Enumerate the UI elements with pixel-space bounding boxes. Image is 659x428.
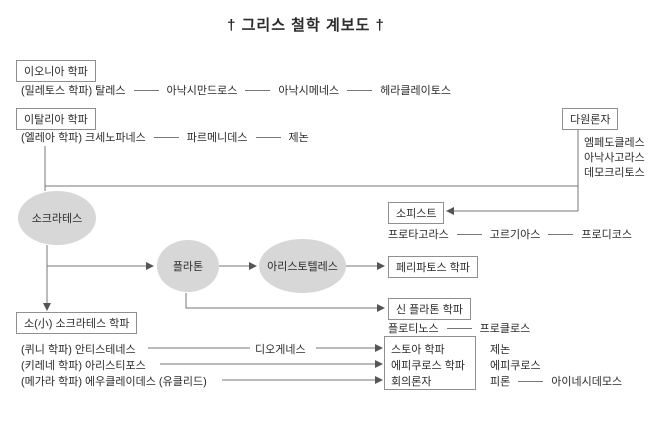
philosopher-gorgias: 고르기아스 (489, 229, 541, 241)
node-socrates: 소크라테스 (18, 191, 96, 245)
philosopher-diogenes: 디오게네스 (255, 344, 306, 356)
arrow-to-skeptics (375, 376, 383, 384)
ionia-members-row: (밀레토스 학파) 탈레스 아낙시만드로스 아낙시메네스 헤라클레이토스 (21, 82, 451, 98)
philosopher-zeno-stoic: 제논 (490, 344, 511, 356)
arrow-to-epicureans (375, 360, 383, 368)
philosopher-antisthenes: (퀴니 학파) 안티스테네스 (21, 344, 136, 356)
arrow-to-aristotle (249, 262, 257, 270)
pluralists-members-list: 엠페도클레스 아낙사고라스 데모크리토스 (584, 136, 645, 181)
label-epicureans: 에피쿠로스 학파 (391, 360, 465, 372)
philosopher-pyrrho: 피론 (490, 376, 511, 388)
connector-line (347, 89, 373, 91)
box-peripatetics: 페리파토스 학파 (388, 256, 478, 278)
line-plato-to-neoplatonists (185, 293, 378, 309)
box-sophists: 소피스트 (388, 202, 445, 224)
box-minor-socratics: 소(小) 소크라테스 학파 (16, 312, 138, 334)
philosopher-euclid-megara: (메가라 학파) 에우클레이데스 (유클리드) (21, 376, 207, 388)
connector-line (255, 136, 281, 138)
node-aristotle: 아리스토텔레스 (259, 239, 346, 293)
philosopher-prodicus: 프로디코스 (581, 229, 632, 241)
philosopher-epicurus: 에피쿠로스 (490, 360, 541, 372)
arrow-to-plato (146, 262, 154, 270)
skeptics-members-row: 피론 아이네시데모스 (490, 373, 622, 389)
arrow-to-stoics (375, 344, 383, 352)
connector-line (456, 233, 482, 235)
box-pluralists: 다원론자 (562, 108, 619, 130)
italia-members-row: (엘레아 학파) 크세노파네스 파르메니데스 제논 (21, 129, 309, 145)
philosopher-aristippus: (키레네 학파) 아리스티포스 (21, 360, 146, 372)
box-ionia-school: 이오니아 학파 (16, 60, 96, 82)
philosopher-plotinus: 플로티노스 (388, 323, 439, 335)
philosopher-xenophanes: (엘레아 학파) 크세노파네스 (21, 132, 146, 144)
box-italia-school: 이탈리아 학파 (16, 108, 96, 130)
arrow-to-neoplatonists (377, 304, 385, 312)
connector-line (446, 327, 472, 329)
philosopher-proclus: 프로클로스 (479, 323, 531, 335)
connector-line (133, 89, 159, 91)
philosopher-anaxagoras: 아낙사고라스 (584, 152, 645, 164)
neoplatonists-members-row: 플로티노스 프로클로스 (388, 320, 530, 336)
philosopher-anaximenes: 아낙시메네스 (278, 85, 340, 97)
box-neoplatonists: 신 플라톤 학파 (388, 298, 471, 320)
label-skeptics: 회의론자 (391, 376, 432, 388)
connector-line (153, 136, 179, 138)
connector-line (548, 233, 574, 235)
philosopher-protagoras: 프로타고라스 (388, 229, 449, 241)
philosopher-anaximander: 아낙시만드로스 (166, 85, 238, 97)
connector-line (518, 380, 544, 382)
philosopher-zeno-elea: 제논 (288, 132, 309, 144)
box-hellenistic-schools: 스토아 학파 에피쿠로스 학파 회의론자 (384, 336, 476, 390)
philosopher-parmenides: 파르메니데스 (186, 132, 248, 144)
philosopher-empedocles: 엠페도클레스 (584, 137, 645, 149)
arrow-to-peripatetics (377, 262, 385, 270)
page-title: † 그리스 철학 계보도 † (227, 17, 385, 34)
arrow-to-sophists (446, 207, 454, 215)
arrow-to-minor-socratics (43, 303, 51, 311)
philosopher-aenesidemus: 아이네시데모스 (551, 376, 623, 388)
sophists-members-row: 프로타고라스 고르기아스 프로디코스 (388, 226, 632, 242)
node-plato: 플라톤 (157, 240, 219, 292)
philosopher-thales: (밀레토스 학파) 탈레스 (21, 85, 126, 97)
label-stoics: 스토아 학파 (391, 344, 445, 356)
philosopher-democritus: 데모크리토스 (584, 167, 645, 179)
connector-line (245, 89, 271, 91)
philosopher-heraclitus: 헤라클레이토스 (380, 85, 451, 97)
